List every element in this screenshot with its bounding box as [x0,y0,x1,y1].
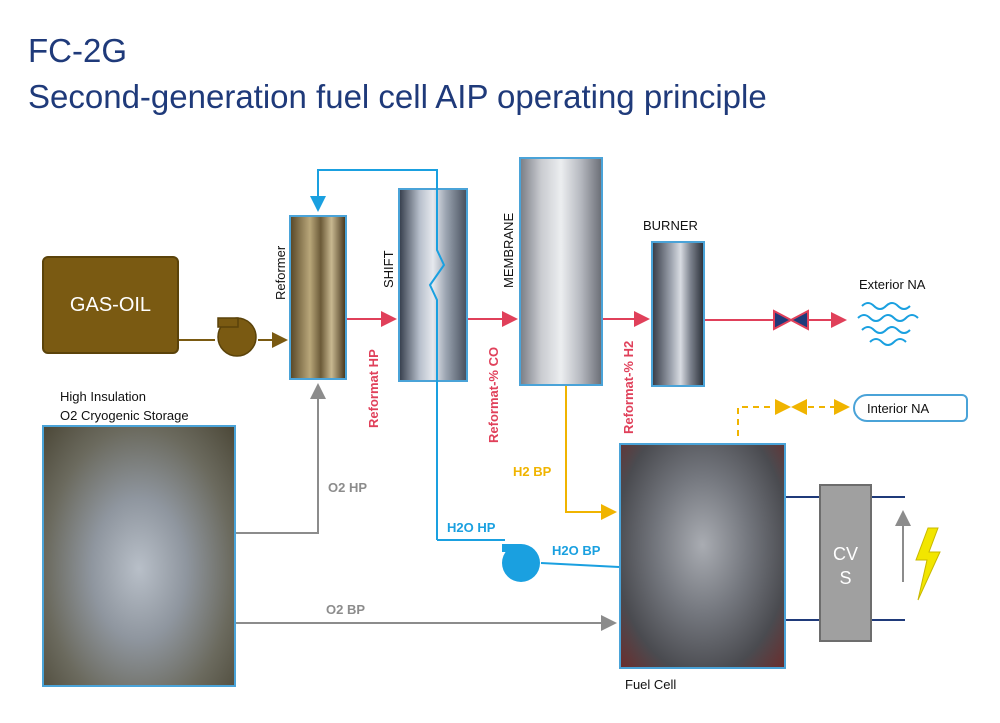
cvs-label-line2: S [839,568,852,588]
shift-photo [398,188,468,382]
o2-hp-label: O2 HP [328,480,368,495]
storage-label-line1: High Insulation [60,389,146,404]
storage-label-line2: O2 Cryogenic Storage [60,408,189,423]
valve-icon [773,309,809,331]
shift-label: SHIFT [381,250,396,288]
pump-icon [217,317,257,357]
water-recycle-line [310,169,446,540]
storage-photo [42,425,236,687]
reformat-co-label: Reformat-% CO [486,346,501,443]
fuelcell-photo [619,443,786,669]
reformer-photo [289,215,347,380]
burner-photo [651,241,705,387]
h2o-hp-label: H2O HP [447,520,496,535]
membrane-photo [519,157,603,386]
interior-na-label: Interior NA [867,400,930,416]
page-subtitle: Second-generation fuel cell AIP operatin… [28,78,767,115]
gas-oil-tank: GAS-OIL [42,256,179,354]
interior-na-tank: Interior NA [853,394,968,422]
exterior-na-label: Exterior NA [859,277,926,292]
reformat-hp-label: Reformat HP [366,349,381,428]
h2-bp-line [565,386,617,520]
cvs-converter: CV S [819,484,872,642]
fuel-cell-label: Fuel Cell [625,677,677,692]
h2-vent-line [737,406,775,436]
h2o-bp-label: H2O BP [552,543,601,558]
h2-bp-label: H2 BP [513,464,552,479]
burner-label: BURNER [643,218,698,233]
lightning-icon [915,527,941,601]
reformer-label: Reformer [273,245,288,300]
h2o-bp-line [540,562,620,568]
reformat-h2-label: Reformat-% H2 [621,340,636,434]
o2-bp-label: O2 BP [326,602,366,617]
page-title: FC-2G [28,32,127,69]
water-pump-icon [502,544,540,582]
water-waves-icon [857,302,919,346]
valve-icon [775,399,807,415]
cvs-label-line1: CV [832,544,858,564]
o2-hp-line [236,383,326,534]
membrane-label: MEMBRANE [501,212,516,288]
